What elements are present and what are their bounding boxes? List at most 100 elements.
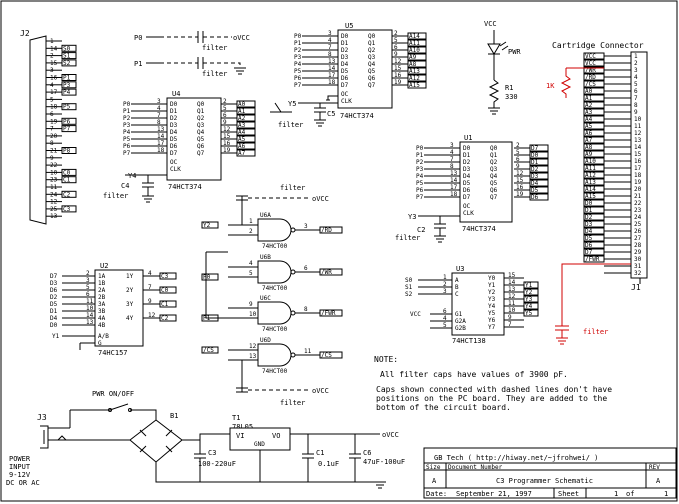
latch-in-pin: 3 bbox=[328, 30, 332, 37]
j3-label: J3 bbox=[37, 413, 47, 422]
cart-pin-num: 6 bbox=[634, 88, 638, 95]
gate-name: U6A bbox=[260, 212, 271, 219]
latch-out-label: A10 bbox=[409, 47, 420, 54]
u3-name: U3 bbox=[456, 265, 464, 273]
latch-in-label: P6 bbox=[416, 187, 424, 194]
latch-in-pin: 18 bbox=[450, 191, 458, 198]
c6-value: 47uF-100uF bbox=[363, 458, 405, 466]
latch-out-label: D0 bbox=[531, 152, 539, 159]
latch-out-pin: 19 bbox=[394, 79, 402, 86]
p0-ovcc: oVCC bbox=[233, 34, 250, 42]
u2-in-pin: 14 bbox=[86, 312, 94, 319]
u1-clock: Y3 C2 filter bbox=[395, 213, 460, 243]
u3-out-label: Y4 bbox=[525, 303, 533, 310]
latch-d-label: D5 bbox=[170, 136, 178, 143]
u2-in-pin: 10 bbox=[86, 305, 94, 312]
latch-q-label: Q0 bbox=[368, 33, 376, 40]
cart-pin-signal: A14 bbox=[585, 186, 596, 193]
latch-in-label: P7 bbox=[123, 150, 131, 157]
cart-pin-signal: D7 bbox=[585, 249, 593, 256]
latch-in-label: P1 bbox=[416, 152, 424, 159]
note-line2: Caps shown connected with dashed lines d… bbox=[376, 385, 612, 394]
cart-pin-signal: /FWR bbox=[585, 256, 600, 263]
latch-in-label: P2 bbox=[416, 159, 424, 166]
gate-pin: 3 bbox=[304, 223, 308, 230]
latch-oc: OC bbox=[341, 91, 349, 98]
p1-label: P1 bbox=[134, 60, 142, 68]
cart-pin-num: 16 bbox=[634, 158, 642, 165]
cart-pin-num: 22 bbox=[634, 200, 642, 207]
latch-in-label: P5 bbox=[123, 136, 131, 143]
u2-out-label: C0 bbox=[161, 287, 169, 294]
cart-pin-num: 12 bbox=[634, 130, 642, 137]
u3-y: Y3 bbox=[488, 296, 496, 303]
cart-pin-num: 17 bbox=[634, 165, 642, 172]
latch-out-label: A1 bbox=[238, 108, 246, 115]
u3-g-pin: 4 bbox=[443, 315, 447, 322]
latch-in-label: P0 bbox=[416, 145, 424, 152]
cart-pin-num: 10 bbox=[634, 116, 642, 123]
u2-in-label: D2 bbox=[50, 294, 58, 301]
latch-out-pin: 12 bbox=[516, 170, 524, 177]
gate-pin: 6 bbox=[304, 265, 308, 272]
u3-abc: B bbox=[455, 284, 459, 291]
gate-part: 74HCT00 bbox=[262, 243, 288, 250]
cart-pin-num: 26 bbox=[634, 228, 642, 235]
latch-in-pin: 7 bbox=[450, 156, 454, 163]
latch-in-label: P4 bbox=[416, 173, 424, 180]
cart-pin-num: 3 bbox=[634, 67, 638, 74]
latch-d-label: D4 bbox=[463, 173, 471, 180]
latch-d-label: D3 bbox=[341, 54, 349, 61]
latch-q-label: Q4 bbox=[368, 61, 376, 68]
latch-out-label: A3 bbox=[238, 122, 246, 129]
latch-in-pin: 13 bbox=[157, 126, 165, 133]
cart-pin-signal: VCC bbox=[585, 60, 596, 67]
cart-pin-signal: A1 bbox=[585, 95, 593, 102]
latch-out-label: A13 bbox=[409, 68, 420, 75]
latch-d-label: D7 bbox=[170, 150, 178, 157]
gate-out-label: /CS bbox=[321, 352, 332, 359]
gate-ovcc-bot: oVCC bbox=[312, 387, 329, 395]
gate-pin: 8 bbox=[304, 306, 308, 313]
latch-out-label: A9 bbox=[409, 54, 417, 61]
latch-d-label: D1 bbox=[341, 40, 349, 47]
cart-pin-num: 15 bbox=[634, 151, 642, 158]
latch-out-label: A14 bbox=[409, 33, 420, 40]
tb-sheet-num: 1 bbox=[614, 490, 618, 498]
cart-pin-signal: /CS bbox=[585, 81, 596, 88]
j2-pin-signal: C2 bbox=[63, 191, 71, 198]
latch-in-label: P4 bbox=[294, 61, 302, 68]
latch-in-label: P2 bbox=[123, 115, 131, 122]
cart-pin-num: 27 bbox=[634, 235, 642, 242]
latch-out-label: A7 bbox=[238, 150, 246, 157]
tb-rev: A bbox=[656, 477, 661, 485]
latch-out-pin: 9 bbox=[394, 51, 398, 58]
u2-in-label: D4 bbox=[50, 315, 58, 322]
tb-rev-label: REV bbox=[649, 464, 660, 471]
u3-out-pin: 10 bbox=[508, 307, 516, 314]
latch-out-label: A0 bbox=[238, 101, 246, 108]
tb-sheet-label: Sheet bbox=[558, 490, 579, 498]
latch-d-label: D5 bbox=[341, 68, 349, 75]
pwr-in-4: DC OR AC bbox=[6, 479, 40, 487]
cart-pin-num: 23 bbox=[634, 207, 642, 214]
p1-filter: filter bbox=[202, 70, 227, 78]
c5-label: C5 bbox=[327, 110, 335, 118]
gate-filter-bot: filter bbox=[280, 399, 305, 407]
cart-pin-signal: A3 bbox=[585, 109, 593, 116]
latch-out-pin: 9 bbox=[516, 163, 520, 170]
cart-pin-num: 13 bbox=[634, 137, 642, 144]
latch-q-label: Q3 bbox=[368, 54, 376, 61]
u2-ab: 1B bbox=[98, 280, 106, 287]
u4-clock: Y4 C4 filter bbox=[103, 172, 167, 203]
latch-out-pin: 9 bbox=[223, 119, 227, 126]
u2-y: 2Y bbox=[126, 287, 134, 294]
latch-out-label: A11 bbox=[409, 40, 420, 47]
cart-pin-num: 20 bbox=[634, 186, 642, 193]
cart-pin-num: 28 bbox=[634, 242, 642, 249]
u2-in-pin: 3 bbox=[86, 277, 90, 284]
gate-in-label: Y2 bbox=[203, 222, 211, 229]
cart-pin-signal: A2 bbox=[585, 102, 593, 109]
r1-value: 330 bbox=[505, 93, 518, 101]
pwr-in-3: 9-12V bbox=[9, 471, 31, 479]
